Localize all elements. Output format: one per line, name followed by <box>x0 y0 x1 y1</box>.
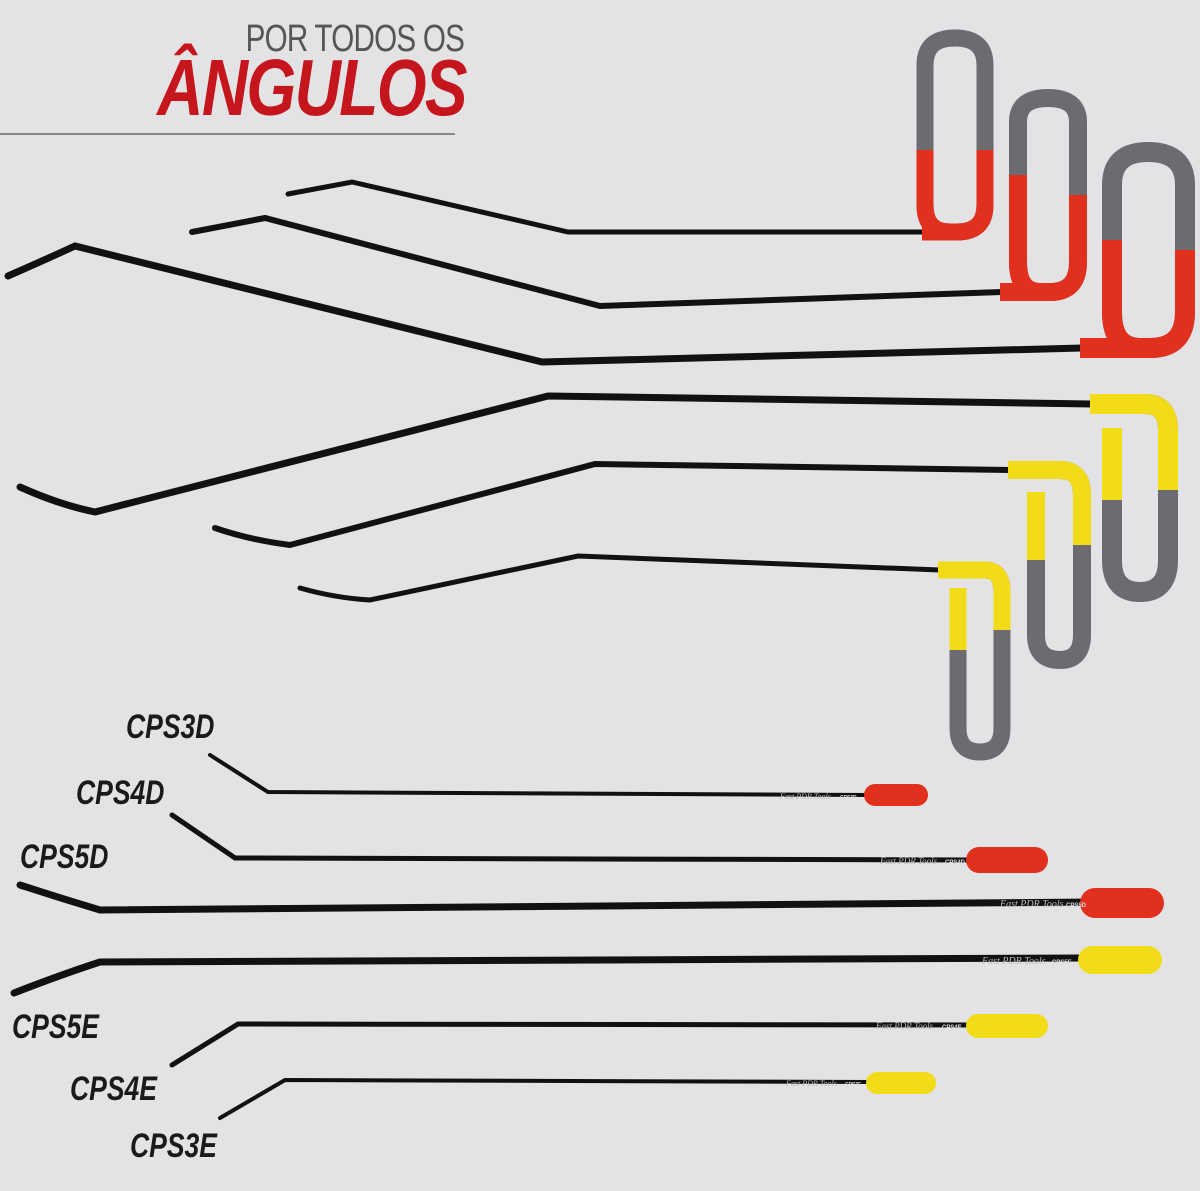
rod-cps4e-brand: Fast PDR Tools <box>875 1021 934 1031</box>
yellow-loop-rod-medium <box>212 460 1091 669</box>
red-loop-rod-small <box>285 29 994 241</box>
rod-cps3e-code: CPS3E <box>845 1082 862 1088</box>
rod-cps4d-brand: Fast PDR Tools <box>879 856 938 866</box>
rod-cps5d-code: CPS5D <box>1066 903 1087 909</box>
rod-cps4e-code: CPS4E <box>942 1025 962 1031</box>
headline-line1: POR TODOS OS <box>245 18 465 60</box>
rod-cps4d-code: CPS4D <box>945 860 966 866</box>
rod-cps3d: Fast PDR Tools CPS3D <box>208 753 928 806</box>
headline-line2: ÂNGULOS <box>157 43 467 132</box>
label-cps4d: CPS4D <box>76 774 165 812</box>
rod-cps5e-brand: Fast PDR Tools <box>981 956 1046 967</box>
rod-cps3d-code: CPS3D <box>840 795 857 801</box>
yellow-loop-rod-small <box>297 553 1011 761</box>
rod-cps4e: Fast PDR Tools CPS4E <box>169 1014 1048 1068</box>
red-loop-rod-large <box>4 142 1195 366</box>
rod-cps3d-brand: Fast PDR Tools <box>779 792 831 801</box>
rod-cps5e-code: CPS5E <box>1052 960 1072 966</box>
rod-cps5e: Fast PDR Tools CPS5E <box>10 946 1162 997</box>
label-cps5e: CPS5E <box>12 1008 99 1046</box>
label-cps4e: CPS4E <box>70 1070 157 1108</box>
label-cps3e: CPS3E <box>130 1127 217 1165</box>
rod-cps3e: Fast PDR Tools CPS3E <box>218 1072 936 1120</box>
rod-cps5d: Fast PDR Tools CPS5D <box>16 881 1164 918</box>
headline-divider <box>0 133 455 135</box>
rod-cps4d: Fast PDR Tools CPS4D <box>169 812 1048 873</box>
yellow-loop-rod-large <box>16 392 1178 602</box>
headline: POR TODOS OS ÂNGULOS <box>0 0 470 140</box>
red-loop-rod-medium <box>189 89 1087 310</box>
rod-cps3e-brand: Fast PDR Tools <box>785 1079 837 1088</box>
label-cps5d: CPS5D <box>20 838 109 876</box>
rod-cps5d-brand: Fast PDR Tools <box>999 899 1064 910</box>
label-cps3d: CPS3D <box>126 708 215 746</box>
